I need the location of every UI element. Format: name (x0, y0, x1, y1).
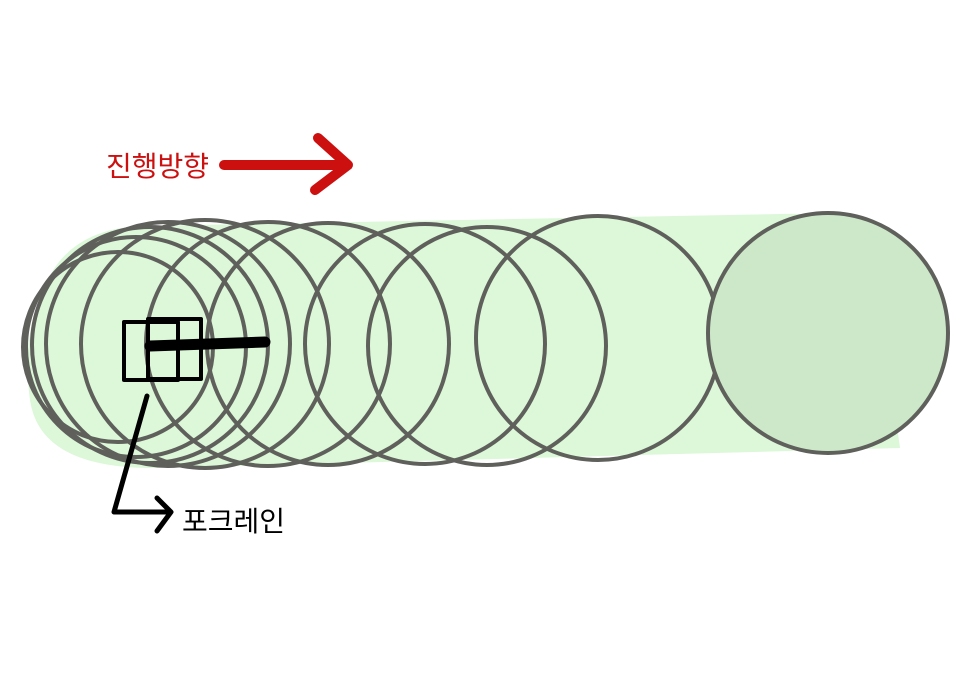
arrow-head (310, 133, 353, 195)
direction-label: 진행방향 (106, 150, 210, 183)
swing-circle-8 (303, 222, 547, 466)
excavator-arm (144, 336, 271, 352)
bent-arrow-icon (111, 393, 174, 534)
excavator-icon (122, 317, 271, 382)
swing-circles (21, 211, 950, 470)
swing-circle-4 (44, 220, 292, 468)
swing-circle-11 (706, 211, 950, 455)
right-arrow-icon (219, 133, 353, 195)
swing-circle-5 (79, 218, 331, 470)
swing-circle-9 (366, 225, 608, 467)
pointer-head (154, 495, 174, 534)
excavator-label: 포크레인 (182, 505, 286, 538)
pointer-line (111, 393, 171, 515)
